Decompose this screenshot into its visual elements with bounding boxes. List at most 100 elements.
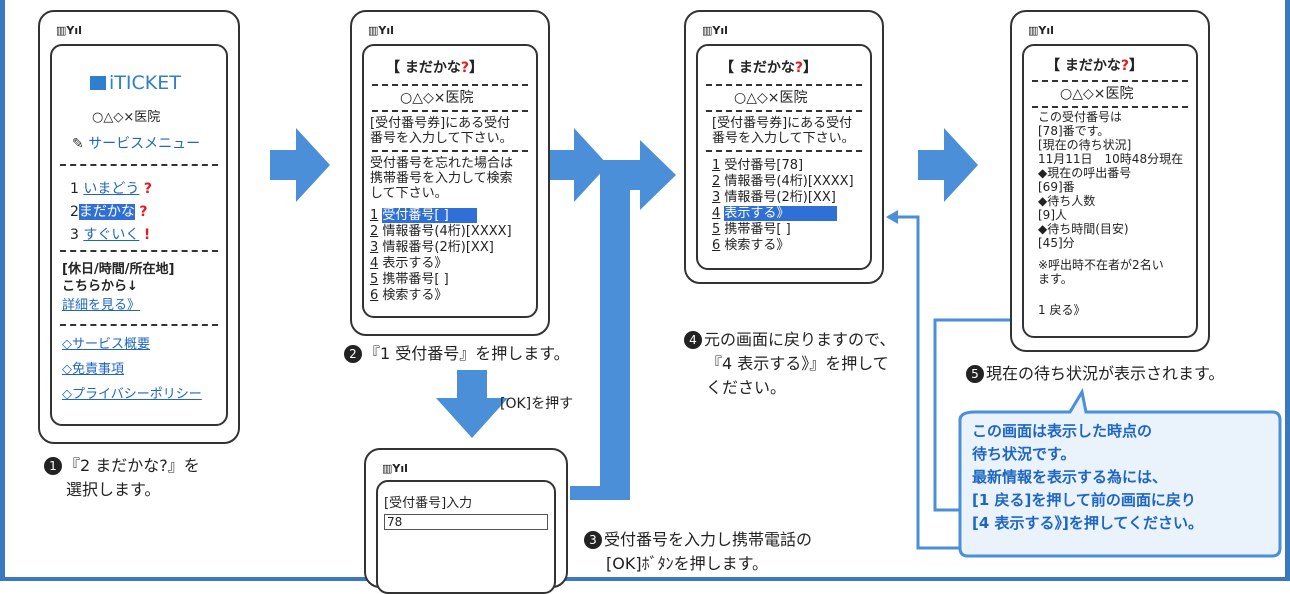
- option-info-2digit[interactable]: 3 情報番号(2桁)[XX]: [370, 240, 494, 255]
- bracket-arrow-icon: [888, 215, 960, 550]
- phone-4-screen: 【 まだかな?】 ○△◇×医院 この受付番号は [78]番です。 [現在の待ち状…: [1022, 44, 1198, 338]
- arrow-right-icon: [918, 128, 978, 202]
- instruction-line: [受付番号券]にある受付: [370, 116, 511, 131]
- pencil-icon: ✎: [72, 136, 84, 152]
- option-display[interactable]: 4 表示する》: [712, 206, 838, 222]
- arrow-right-icon: [548, 128, 608, 202]
- bent-arrow-up-icon: [570, 140, 676, 500]
- forgot-note: して下さい。: [370, 186, 448, 201]
- status-line: [69]番: [1038, 180, 1075, 194]
- clinic-name: ○△◇×医院: [92, 110, 161, 125]
- info-subheading: こちらから↓: [62, 279, 138, 294]
- callout-line: 待ち状況です。: [972, 445, 1076, 463]
- divider: [706, 84, 862, 86]
- privacy-policy-link[interactable]: ◇プライバシーポリシー: [62, 387, 202, 402]
- menu-item-suguiku[interactable]: 3 すぐいく !: [70, 227, 151, 243]
- option-mobile-number[interactable]: 5 携帯番号[ ]: [712, 222, 791, 237]
- step-3-caption-line2: [OK]ﾎﾞﾀﾝを押します。: [606, 554, 768, 573]
- phone-2-screen: 【 まだかな?】 ○△◇×医院 [受付番号券]にある受付 番号を入力して下さい。…: [362, 44, 538, 318]
- question-mark-icon: ?: [1120, 58, 1129, 74]
- instruction-line: 番号を入力して下さい。: [712, 131, 855, 146]
- phone-3: ▥Yıl 【 まだかな?】 ○△◇×医院 [受付番号券]にある受付 番号を入力し…: [684, 10, 884, 284]
- callout-box: [958, 387, 1282, 558]
- divider: [372, 84, 528, 86]
- status-line: [現在の待ち状況]: [1038, 138, 1132, 152]
- input-label: [受付番号]入力: [384, 496, 473, 511]
- absence-note: ※呼出時不在者が2名い: [1038, 258, 1164, 272]
- arrow-right-icon: [270, 128, 330, 202]
- question-mark-icon: ?: [143, 181, 152, 197]
- phone-5-screen: [受付番号]入力 78: [376, 480, 556, 594]
- option-receipt-number[interactable]: 1 受付番号[ ]: [370, 208, 477, 224]
- frame-right-border: [1285, 0, 1290, 580]
- screen-title: 【 まだかな?】: [386, 60, 483, 76]
- app-logo: iTICKET: [90, 72, 181, 94]
- option-search[interactable]: 6 検索する》: [712, 238, 790, 253]
- back-link[interactable]: 1 戻る》: [1038, 303, 1086, 317]
- arrowhead-icon: [886, 210, 898, 224]
- instruction-line: [受付番号券]にある受付: [712, 116, 853, 131]
- status-line: ◆現在の呼出番号: [1038, 166, 1132, 180]
- disclaimer-link[interactable]: ◇免責事項: [62, 362, 124, 377]
- callout-line: この画面は表示した時点の: [972, 422, 1153, 440]
- clinic-name: ○△◇×医院: [400, 90, 474, 106]
- option-display[interactable]: 4 表示する》: [370, 256, 448, 271]
- detail-link[interactable]: 詳細を見る》: [62, 298, 141, 313]
- divider: [706, 150, 862, 152]
- phone-2: ▥Yıl 【 まだかな?】 ○△◇×医院 [受付番号券]にある受付 番号を入力し…: [350, 10, 550, 336]
- signal-icon: ▥Yıl: [702, 24, 728, 37]
- absence-note: ます。: [1038, 272, 1073, 286]
- exclamation-icon: !: [143, 227, 151, 243]
- ok-label: [OK]を押す: [500, 396, 574, 412]
- step-5-number: 5: [966, 365, 984, 383]
- question-mark-icon: ?: [460, 60, 469, 76]
- step-4-caption-line2: 『4 表示する》』を押して: [706, 354, 889, 373]
- clinic-name: ○△◇×医院: [1060, 86, 1134, 102]
- menu-item-imadou[interactable]: 1 いまどう ?: [70, 181, 152, 197]
- callout-line: [4 表示する》]を押してください。: [972, 514, 1203, 532]
- question-mark-icon: ?: [794, 60, 803, 76]
- option-info-2digit[interactable]: 3 情報番号(2桁)[XX]: [712, 190, 836, 205]
- divider: [60, 164, 218, 166]
- status-line: この受付番号は: [1038, 110, 1123, 124]
- divider: [1032, 106, 1188, 108]
- option-info-4digit[interactable]: 2 情報番号(4桁)[XXXX]: [712, 174, 854, 189]
- status-line: ◆待ち時間(目安): [1038, 222, 1129, 236]
- phone-4: ▥Yıl 【 まだかな?】 ○△◇×医院 この受付番号は [78]番です。 [現…: [1010, 10, 1210, 352]
- step-1-number: 1: [44, 457, 62, 475]
- divider: [372, 150, 528, 152]
- divider: [372, 110, 528, 112]
- screen-title: 【 まだかな?】: [720, 60, 817, 76]
- arrow-down-icon: [436, 370, 508, 438]
- phone-1: ▥Yıl iTICKET ○△◇×医院 ✎ サービスメニュー 1 いまどう ? …: [38, 10, 240, 444]
- option-info-4digit[interactable]: 2 情報番号(4桁)[XXXX]: [370, 224, 512, 239]
- option-mobile-number[interactable]: 5 携帯番号[ ]: [370, 272, 449, 287]
- step-4-caption-line3: ください。: [706, 378, 787, 397]
- ticket-logo-icon: [90, 76, 106, 90]
- option-receipt-number[interactable]: 1 受付番号[78]: [712, 158, 804, 173]
- status-line: 11月11日 10時48分現在: [1038, 152, 1184, 166]
- screen-title: 【 まだかな?】: [1046, 58, 1143, 74]
- instruction-line: 番号を入力して下さい。: [370, 131, 513, 146]
- forgot-note: 受付番号を忘れた場合は: [370, 156, 514, 171]
- status-line: [78]番です。: [1038, 124, 1110, 138]
- phone-1-screen: iTICKET ○△◇×医院 ✎ サービスメニュー 1 いまどう ? 2まだかな…: [50, 44, 228, 426]
- service-overview-link[interactable]: ◇サービス概要: [62, 337, 150, 352]
- step-3-number: 3: [584, 531, 602, 549]
- menu-item-madakana[interactable]: 2まだかな ?: [70, 204, 148, 220]
- clinic-name: ○△◇×医院: [734, 90, 808, 106]
- receipt-number-input[interactable]: 78: [384, 514, 548, 530]
- step-4-number: 4: [684, 331, 702, 349]
- option-search[interactable]: 6 検索する》: [370, 288, 448, 303]
- status-line: [45]分: [1038, 236, 1075, 250]
- service-menu-link[interactable]: ✎ サービスメニュー: [72, 136, 201, 152]
- frame-left-border: [0, 0, 5, 580]
- frame-bottom-border: [0, 577, 1290, 581]
- callout-line: [1 戻る]を押して前の画面に戻り: [972, 491, 1196, 509]
- signal-icon: ▥Yıl: [56, 24, 82, 37]
- divider: [60, 324, 218, 326]
- step-2-caption: 2『1 受付番号』を押します。: [344, 342, 570, 366]
